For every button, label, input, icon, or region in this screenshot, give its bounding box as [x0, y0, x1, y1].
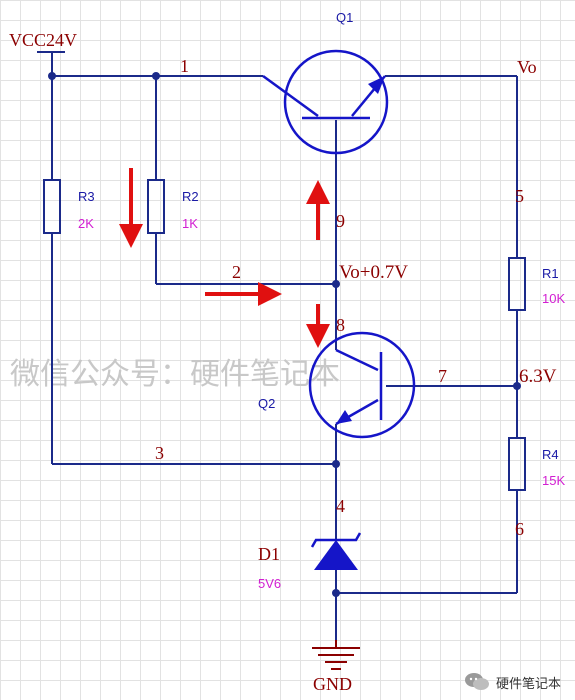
resistors [43, 179, 526, 491]
r2-body [147, 179, 165, 234]
r2-ref: R2 [182, 189, 199, 204]
net-label-7: 7 [438, 366, 447, 386]
q1-emitter-arrow [368, 76, 385, 94]
junction-dot [48, 72, 56, 80]
q1-body [283, 49, 389, 155]
wires [37, 51, 518, 640]
watermark: 微信公众号：硬件笔记本 [10, 357, 340, 392]
net-label-3: 3 [155, 443, 164, 463]
r3-ref: R3 [78, 189, 95, 204]
junction-dot [152, 72, 160, 80]
current-arrows [119, 168, 330, 348]
divider-voltage-label: 6.3V [519, 366, 557, 387]
d1-triangle [314, 540, 358, 570]
r4-body [508, 437, 526, 491]
junction-dot [513, 382, 521, 390]
net-label-1: 1 [180, 56, 189, 76]
q1-label: Q1 [336, 10, 353, 25]
junction-dots [48, 72, 521, 597]
net-label-4: 4 [336, 496, 345, 516]
base-voltage-label: Vo+0.7V [339, 262, 408, 283]
output-label: Vo [517, 57, 537, 77]
q2-label: Q2 [258, 396, 275, 411]
r4-value: 15K [542, 473, 565, 488]
ground-icon [312, 640, 360, 670]
r4-ref: R4 [542, 447, 559, 462]
q2-transistor [308, 331, 416, 439]
d1-zener-diode [310, 532, 362, 570]
junction-dot [332, 589, 340, 597]
r1-ref: R1 [542, 266, 559, 281]
net-label-2: 2 [232, 262, 241, 282]
wechat-icon [464, 673, 489, 690]
q2-collector-lead [335, 348, 379, 372]
r2-value: 1K [182, 216, 198, 231]
q2-body [308, 331, 416, 439]
credit-badge: 硬件笔记本 [464, 672, 561, 692]
d1-cathode-bar [310, 532, 362, 548]
supply-label: VCC24V [9, 30, 77, 50]
d1-ref: D1 [258, 544, 280, 564]
ground-label: GND [313, 674, 352, 694]
junction-dot [332, 460, 340, 468]
d1-value: 5V6 [258, 576, 281, 591]
net-label-8: 8 [336, 315, 345, 335]
junction-dot [332, 280, 340, 288]
net-label-9: 9 [336, 211, 345, 231]
q2-emitter-arrow [336, 410, 352, 424]
q1-collector-lead [262, 74, 319, 118]
r1-body [508, 257, 526, 311]
r1-value: 10K [542, 291, 565, 306]
net-label-5: 5 [515, 186, 524, 206]
r3-body [43, 179, 61, 234]
q1-transistor [262, 49, 389, 155]
r3-value: 2K [78, 216, 94, 231]
net-label-6: 6 [515, 519, 524, 539]
credit-text: 硬件笔记本 [495, 676, 561, 692]
